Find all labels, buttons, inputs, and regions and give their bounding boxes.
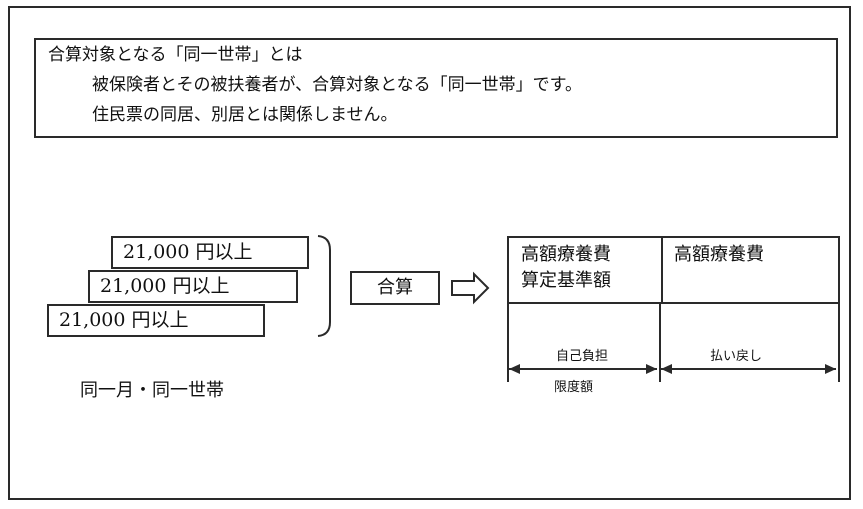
info-line-household: 被保険者とその被扶養者が、合算対象となる「同一世帯」です。 xyxy=(92,75,582,95)
self-pay-limit-label-2: 限度額 xyxy=(554,376,593,395)
self-pay-arrow-right-head xyxy=(646,364,657,374)
sum-box: 合算 xyxy=(350,271,440,305)
cost-box-3-label: 21,000 円以上 xyxy=(59,309,189,331)
self-pay-limit-label: 自己負担 xyxy=(556,345,608,364)
cost-box-3: 21,000 円以上 xyxy=(47,304,265,337)
cost-box-2-label: 21,000 円以上 xyxy=(100,275,230,297)
refund-label: 払い戻し xyxy=(710,345,762,364)
household-caption: 同一月・同一世帯 xyxy=(80,380,224,401)
refund-arrow-right-head xyxy=(825,364,836,374)
cost-box-1-label: 21,000 円以上 xyxy=(123,241,253,263)
cost-box-1: 21,000 円以上 xyxy=(111,236,309,269)
header-line-2: 算定基準額 xyxy=(521,270,611,291)
header-line-1: 高額療養費 xyxy=(521,244,611,265)
table-mid-edge xyxy=(659,302,661,382)
outer-frame xyxy=(8,6,851,500)
refund-label-text: 払い戻し xyxy=(710,349,763,364)
table-column-divider xyxy=(661,238,663,304)
high-cost-table: 高額療養費 算定基準額 高額療養費 xyxy=(507,236,840,304)
refund-arrow-left-head xyxy=(661,364,672,374)
info-box: 合算対象となる「同一世帯」とは 被保険者とその被扶養者が、合算対象となる「同一世… xyxy=(34,38,838,138)
info-line-residence: 住民票の同居、別居とは関係しません。 xyxy=(92,105,398,125)
table-header-high-cost: 高額療養費 xyxy=(674,244,764,265)
self-pay-label-line1: 自己負担 xyxy=(556,349,609,364)
hollow-arrow-icon xyxy=(451,271,490,305)
table-header-standard-amount: 高額療養費 算定基準額 xyxy=(521,242,611,294)
table-right-edge xyxy=(838,302,840,382)
table-header-rule xyxy=(509,302,838,304)
sum-label: 合算 xyxy=(377,277,413,298)
self-pay-arrow-left-head xyxy=(509,364,520,374)
grouping-brace xyxy=(317,235,331,337)
self-pay-label-line2: 限度額 xyxy=(554,380,594,395)
info-heading: 合算対象となる「同一世帯」とは xyxy=(48,45,303,65)
table-left-edge xyxy=(507,302,509,382)
cost-box-2: 21,000 円以上 xyxy=(88,270,298,303)
